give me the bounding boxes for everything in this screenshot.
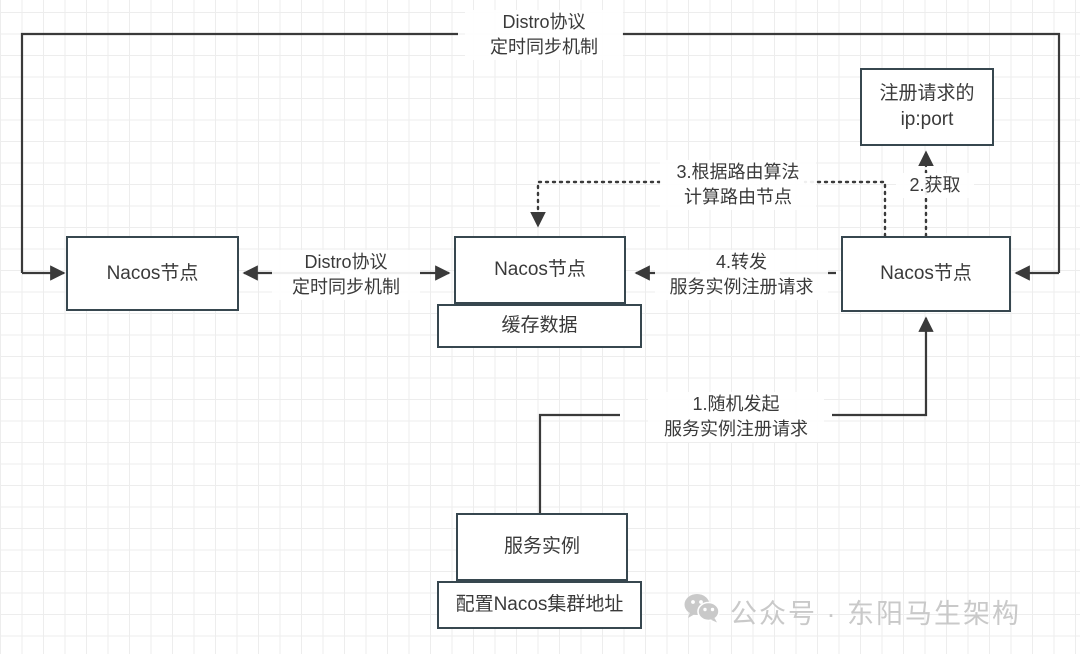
node-right-nacos-label: Nacos节点 bbox=[880, 263, 972, 285]
node-left-nacos[interactable]: Nacos节点 bbox=[66, 236, 239, 311]
wechat-icon bbox=[684, 593, 720, 630]
edge-route-calc bbox=[530, 180, 887, 238]
node-ip-port-label: 注册请求的 ip:port bbox=[879, 83, 975, 130]
node-service-config[interactable]: 配置Nacos集群地址 bbox=[437, 581, 642, 629]
edge-label-middle-distro: Distro协议 定时同步机制 bbox=[272, 250, 420, 301]
edge-label-forward: 4.转发 服务实例注册请求 bbox=[655, 250, 828, 301]
node-service-config-label: 配置Nacos集群地址 bbox=[455, 594, 624, 616]
node-service-instance[interactable]: 服务实例 bbox=[456, 513, 628, 581]
node-service-instance-label: 服务实例 bbox=[503, 536, 580, 558]
node-right-nacos[interactable]: Nacos节点 bbox=[841, 236, 1011, 312]
edge-top-distro-right-branch bbox=[622, 32, 1061, 281]
edge-label-top-distro: Distro协议 定时同步机制 bbox=[465, 10, 623, 61]
watermark: 公众号 · 东阳马生架构 bbox=[684, 592, 1021, 631]
node-center-nacos-label: Nacos节点 bbox=[494, 259, 586, 281]
watermark-text: 公众号 · 东阳马生架构 bbox=[730, 599, 1021, 629]
edge-label-random-start: 1.随机发起 服务实例注册请求 bbox=[648, 392, 824, 443]
edge-random-register bbox=[538, 316, 934, 513]
node-center-nacos[interactable]: Nacos节点 bbox=[454, 236, 626, 304]
node-ip-port[interactable]: 注册请求的 ip:port bbox=[860, 68, 994, 146]
edge-label-route-calc: 3.根据路由算法 计算路由节点 bbox=[660, 160, 816, 211]
edge-top-distro-left-branch bbox=[20, 32, 458, 281]
node-center-cache-label: 缓存数据 bbox=[501, 315, 578, 337]
node-left-nacos-label: Nacos节点 bbox=[106, 262, 199, 284]
node-center-cache[interactable]: 缓存数据 bbox=[437, 304, 642, 348]
edge-label-fetch: 2.获取 bbox=[896, 173, 974, 199]
